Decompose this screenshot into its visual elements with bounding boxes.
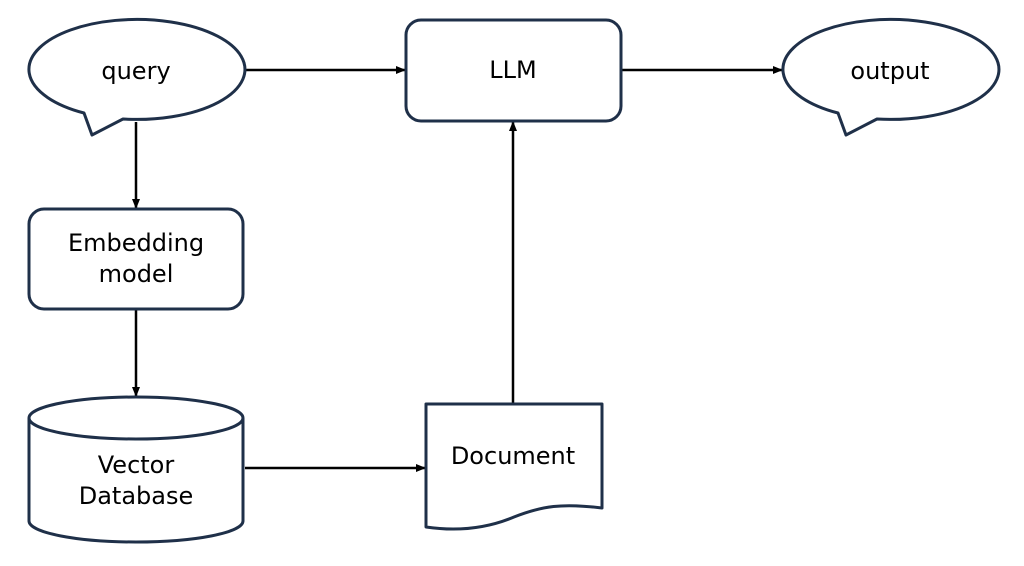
output-bubble-shape	[781, 17, 1001, 137]
vector-database-cylinder-top	[27, 395, 245, 441]
output-node: output	[781, 17, 1001, 137]
embedding-model-label-line-2: model	[99, 260, 174, 288]
llm-box	[404, 18, 623, 123]
vector-database-label-line-1: Vector	[98, 451, 175, 479]
query-label: query	[101, 57, 170, 85]
llm-node: LLM	[404, 18, 623, 123]
llm-label: LLM	[489, 56, 536, 84]
document-label: Document	[451, 442, 575, 470]
embedding-model-node: Embedding model	[27, 207, 245, 311]
embedding-model-box	[27, 207, 245, 311]
query-bubble-shape	[27, 17, 247, 137]
document-node: Document	[424, 402, 604, 531]
query-node: query	[27, 17, 247, 137]
output-label: output	[850, 57, 929, 85]
vector-database-cylinder-body	[27, 418, 245, 544]
vector-database-node: Vector Database	[27, 395, 245, 544]
embedding-model-label-line-1: Embedding	[68, 229, 204, 257]
vector-database-label-line-2: Database	[79, 482, 194, 510]
document-shape	[424, 402, 604, 531]
